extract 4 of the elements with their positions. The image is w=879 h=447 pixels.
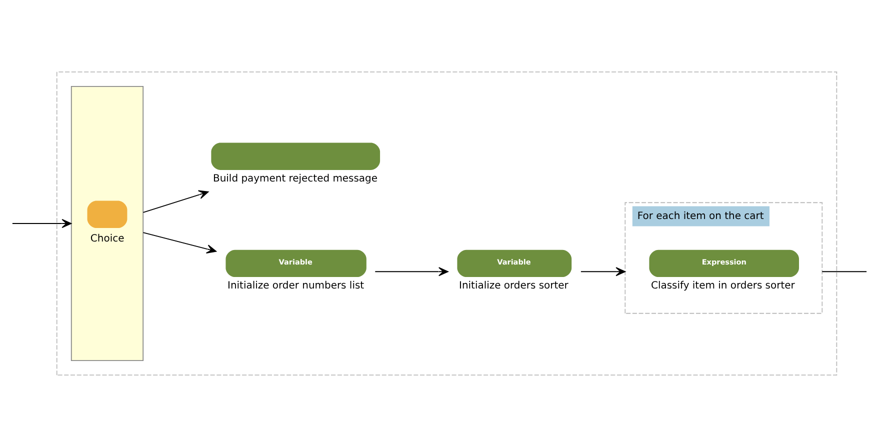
- node-label: Classify item in orders sorter: [651, 280, 795, 292]
- node-label: Build payment rejected message: [213, 174, 378, 185]
- node-label: Initialize orders sorter: [459, 280, 568, 292]
- node-label: Initialize order numbers list: [228, 280, 364, 292]
